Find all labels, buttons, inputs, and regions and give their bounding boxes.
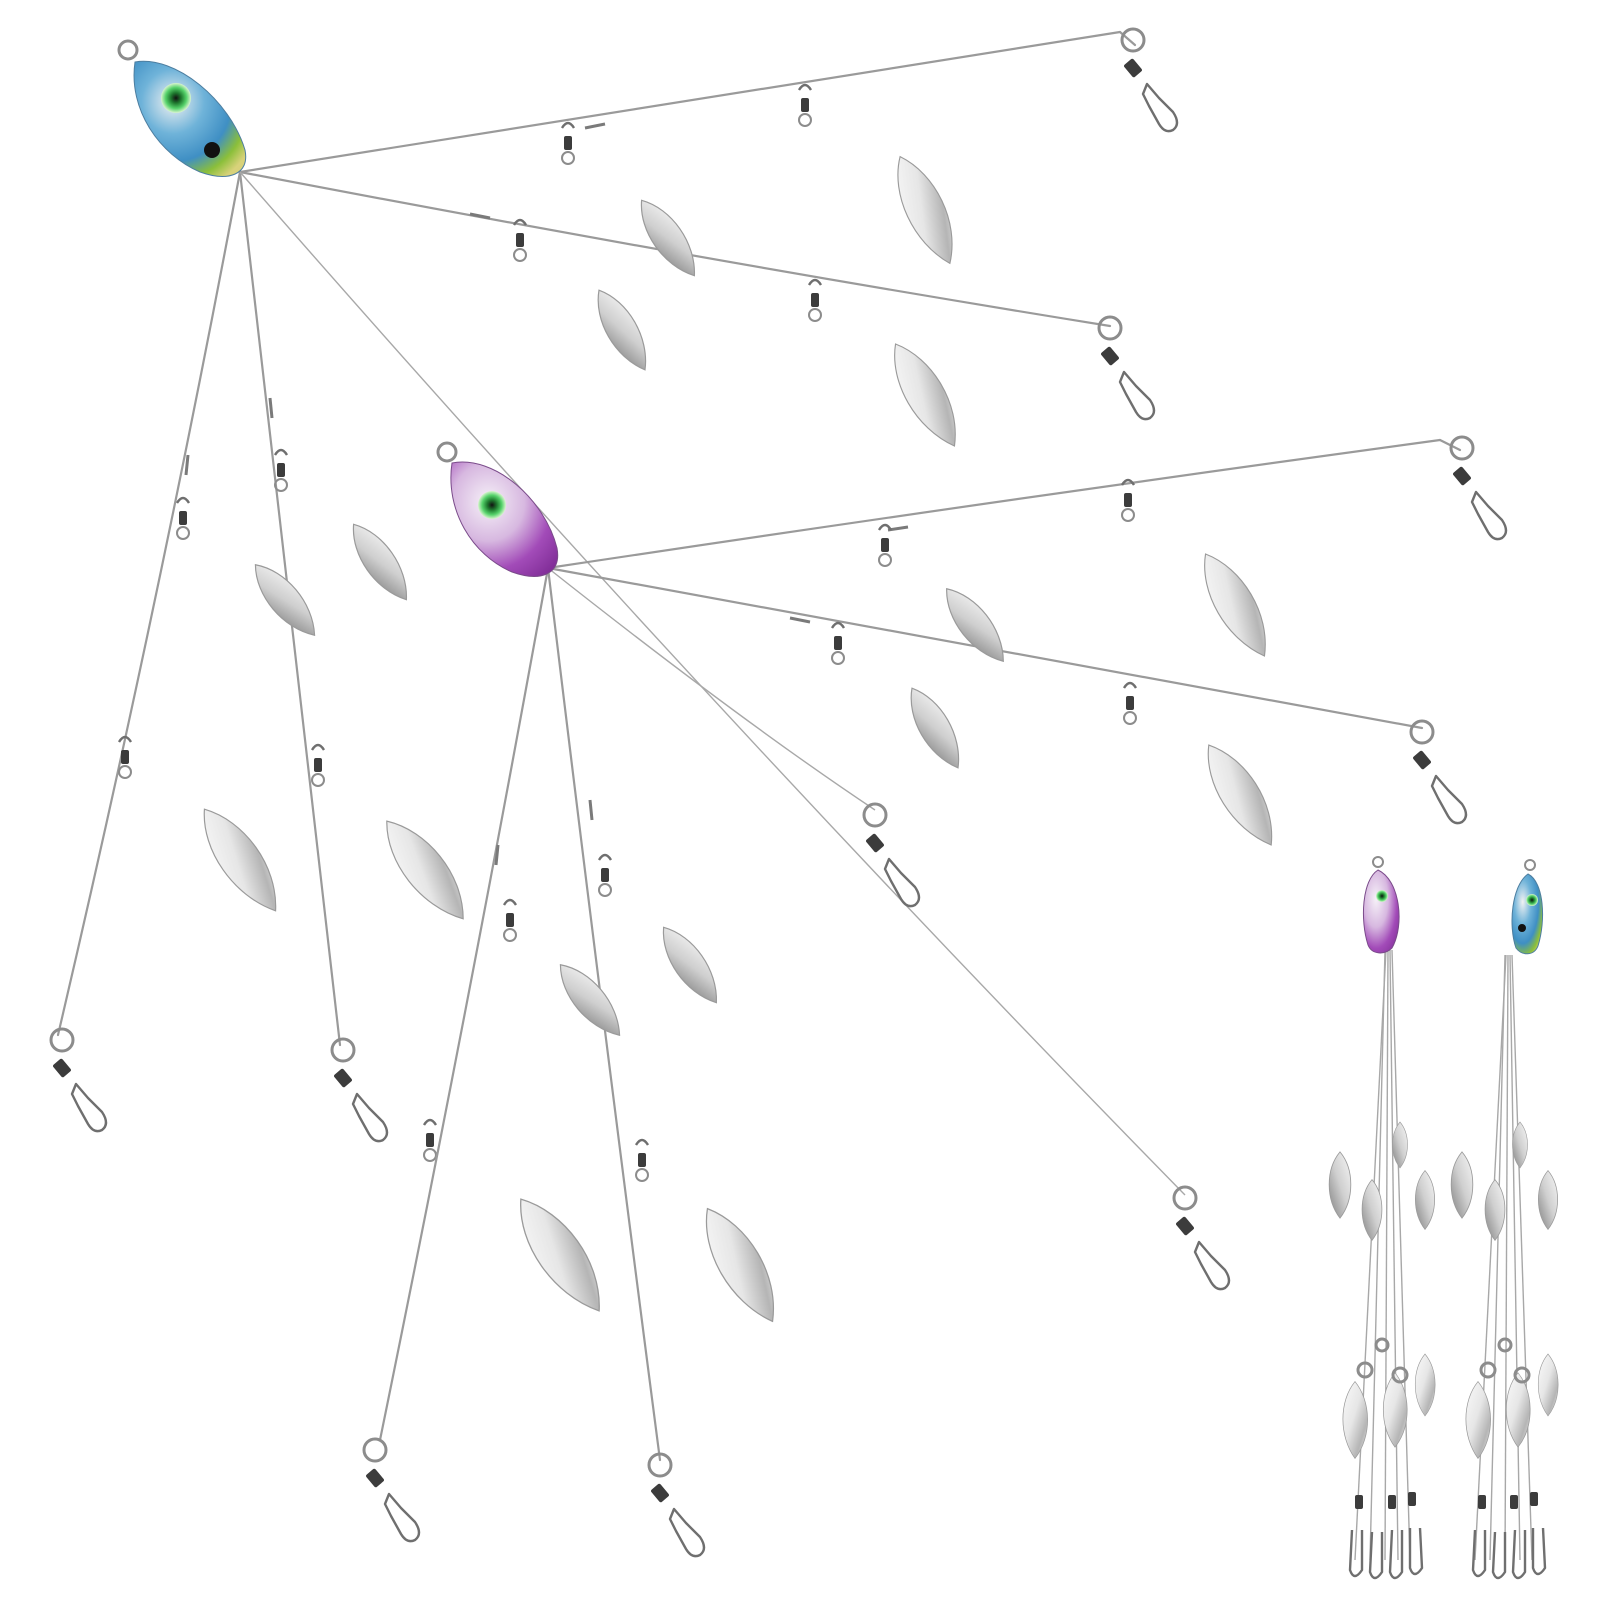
snap-swivel-icon (330, 1037, 389, 1143)
collapsed-snaps (1348, 1337, 1424, 1580)
collapsed-wires (1474, 954, 1533, 1561)
rig-blue-collapsed (1450, 859, 1559, 1580)
rig-purple-collapsed (1328, 856, 1436, 1580)
clevis-icon (422, 1118, 438, 1163)
rig-purple-arms (378, 438, 1462, 1462)
collapsed-wires (1354, 949, 1411, 1561)
rig-blue-arms (56, 30, 1186, 1196)
clevis-icon (1122, 681, 1138, 726)
willow-blade-icon (1382, 1372, 1408, 1448)
jig-head-blue-small (1511, 859, 1544, 955)
rig-purple (362, 435, 1508, 1558)
willow-blade-icon (187, 796, 293, 923)
willow-blade-icon (1414, 1353, 1436, 1417)
snap-swivel-icon (647, 1452, 706, 1558)
jig-head-purple-small (1362, 856, 1400, 954)
snap-swivel-icon (1449, 435, 1508, 541)
clevis-icon (807, 278, 823, 323)
clevis-icon (310, 743, 326, 788)
eye-icon (478, 491, 506, 519)
willow-blade-icon (340, 515, 420, 609)
willow-blade-icon (882, 147, 968, 272)
clevis-icon (1120, 478, 1136, 523)
snap-swivel-icon (1172, 1185, 1231, 1291)
snap-swivel-icon (1120, 27, 1179, 133)
clevis-icon (797, 83, 813, 128)
jig-head-purple (436, 441, 559, 577)
jig-head-blue (117, 39, 247, 177)
eye-icon (161, 83, 191, 113)
willow-blade-icon (370, 808, 480, 932)
willow-blade-icon (878, 333, 972, 456)
willow-blade-icon (1328, 1151, 1352, 1219)
willow-blade-icon (1512, 1121, 1528, 1169)
clevis-icon (597, 853, 613, 898)
willow-blade-icon (1192, 734, 1289, 856)
snap-swivel-icon (362, 1437, 421, 1543)
clevis-icon (634, 1138, 650, 1183)
willow-blade-icon (628, 191, 708, 285)
willow-blade-icon (548, 954, 632, 1046)
willow-blade-icon (1450, 1151, 1474, 1219)
clevis-icon (175, 496, 191, 541)
willow-blade-icon (689, 1197, 792, 1333)
willow-blade-icon (1188, 543, 1282, 666)
willow-blade-icon (1465, 1381, 1491, 1459)
collapsed-snaps (1471, 1337, 1547, 1580)
willow-blade-icon (585, 282, 659, 378)
willow-blade-icon (502, 1185, 619, 1324)
eye-icon (1376, 890, 1388, 902)
snap-swivel-icon (1409, 719, 1468, 825)
willow-blade-icon (1484, 1179, 1506, 1241)
willow-blade-icon (650, 918, 730, 1012)
clevis-icon (560, 121, 576, 166)
clevis-icon (502, 898, 518, 943)
clevis-icon (830, 621, 846, 666)
snap-swivel-icon (1097, 315, 1156, 421)
willow-blade-icon (934, 578, 1016, 672)
willow-blade-icon (1538, 1170, 1558, 1230)
willow-blade-icon (898, 680, 972, 776)
snap-swivel-icon (49, 1027, 108, 1133)
willow-blade-icon (1392, 1121, 1408, 1169)
eye-icon (1526, 894, 1538, 906)
rig-blue (49, 27, 1231, 1324)
willow-blade-icon (1415, 1170, 1435, 1230)
willow-blade-icon (1537, 1353, 1559, 1417)
